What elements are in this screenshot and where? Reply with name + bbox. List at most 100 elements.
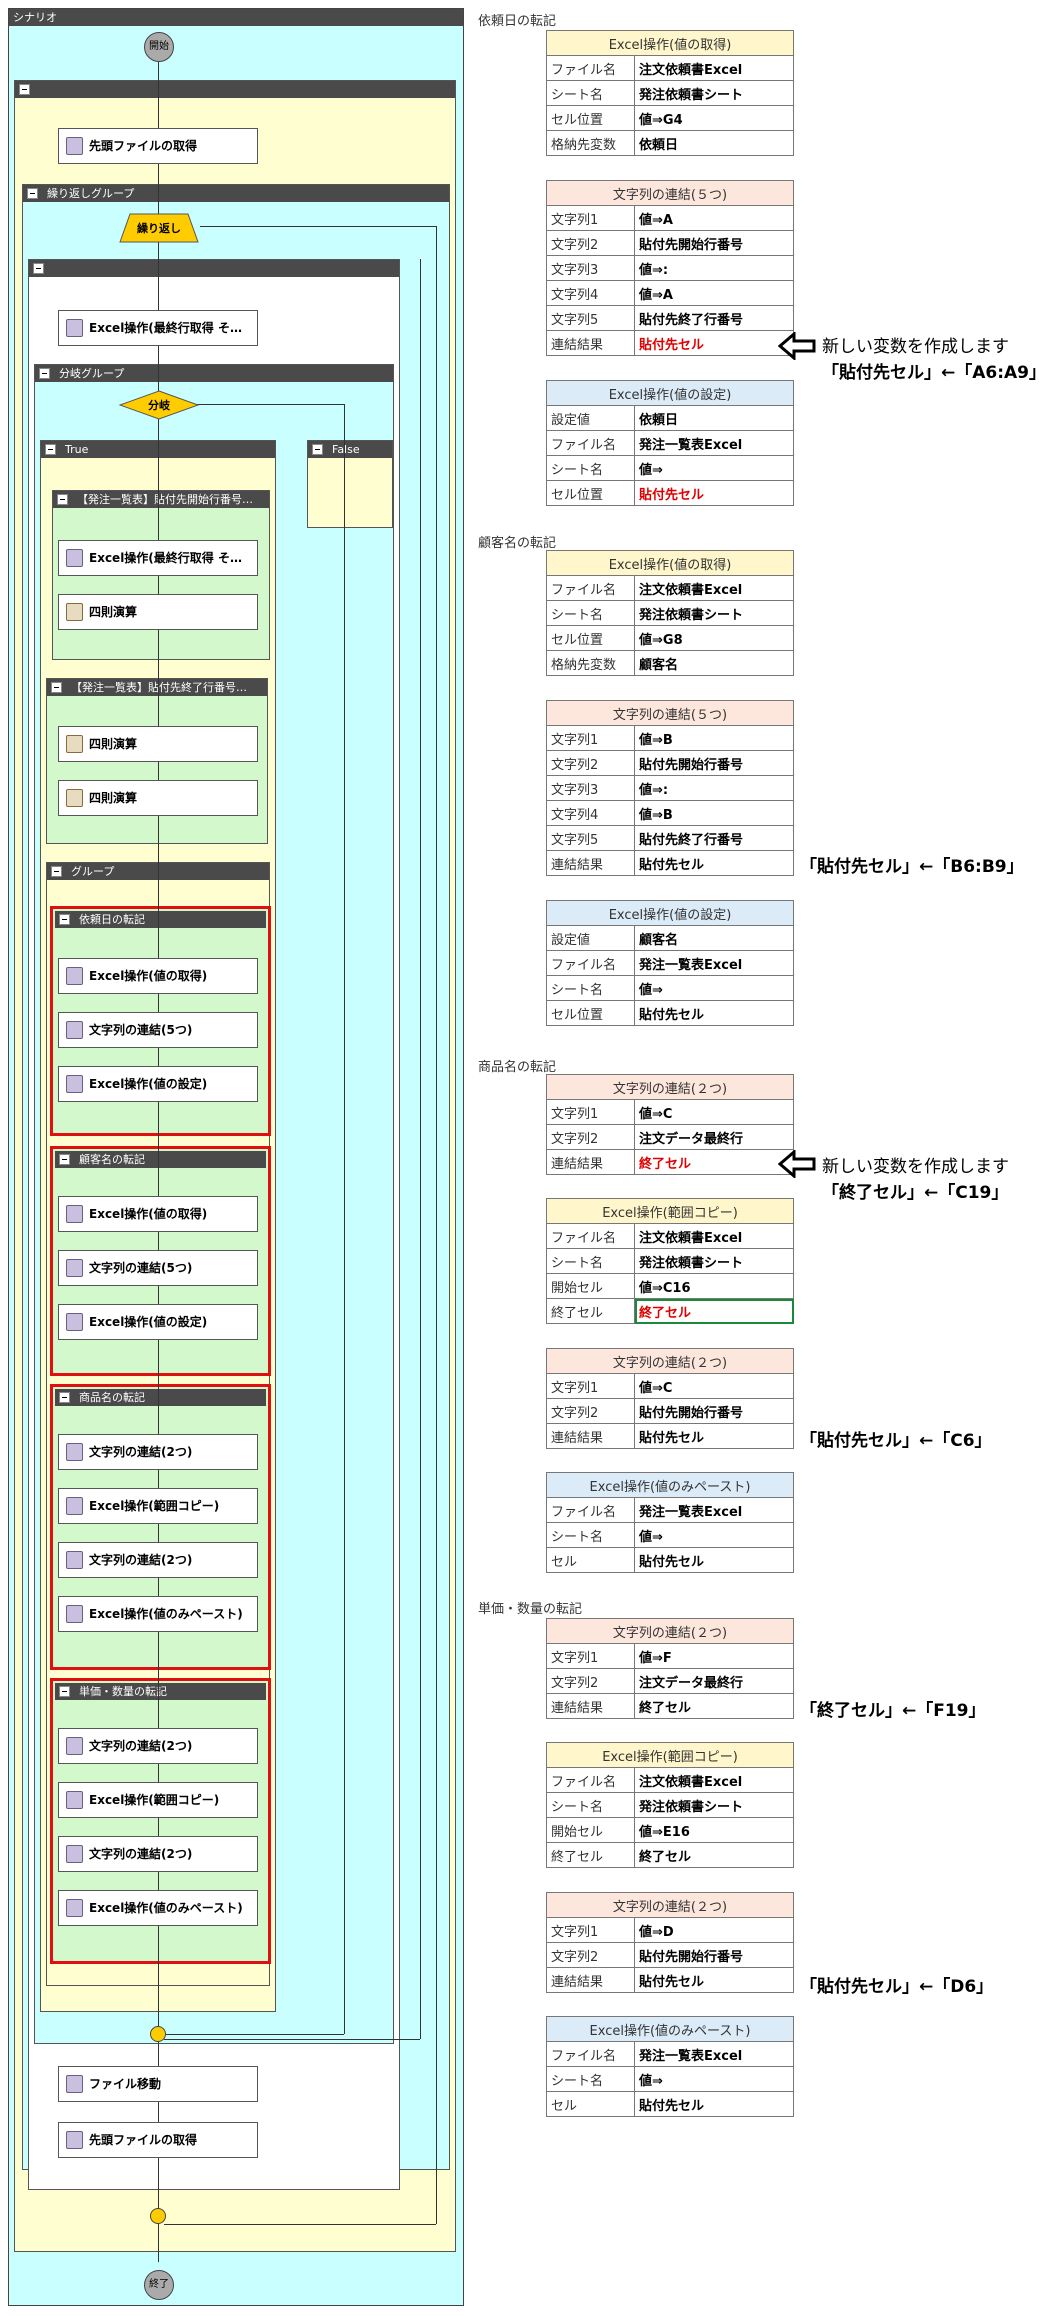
- property-value: 貼付先終了行番号: [634, 305, 794, 331]
- property-value: 終了セル: [634, 1693, 794, 1719]
- action-get-first-file-2[interactable]: 先頭ファイルの取得: [58, 2122, 258, 2158]
- property-key: 文字列2: [546, 1124, 635, 1150]
- action-s2a[interactable]: Excel操作(値の取得): [58, 1196, 258, 1232]
- action-s3b[interactable]: Excel操作(範囲コピー): [58, 1488, 258, 1524]
- subgroup-price-label: 単価・数量の転記: [79, 1685, 167, 1698]
- property-value: 値⇒D: [634, 1917, 794, 1943]
- collapse-toggle[interactable]: [33, 263, 44, 274]
- collapse-toggle[interactable]: [312, 444, 323, 455]
- table-row: シート名値⇒: [546, 1522, 794, 1548]
- action-s4b[interactable]: Excel操作(範囲コピー): [58, 1782, 258, 1818]
- note-paste-b: 「貼付先セル」←「B6:B9」: [800, 857, 1024, 877]
- group-end-row-header[interactable]: 【発注一覧表】貼付先終了行番号…: [47, 679, 267, 696]
- collapse-toggle[interactable]: [59, 1686, 70, 1697]
- property-value: 終了セル: [634, 1842, 794, 1868]
- collapse-toggle[interactable]: [57, 494, 68, 505]
- collapse-toggle[interactable]: [51, 866, 62, 877]
- property-value: 値⇒G4: [634, 105, 794, 131]
- property-key: 連結結果: [546, 1967, 635, 1993]
- group-start-row-label: 【発注一覧表】貼付先開始行番号…: [77, 493, 253, 506]
- branch-node[interactable]: [118, 390, 200, 420]
- excel-action-icon: [66, 319, 83, 337]
- action-s2c[interactable]: Excel操作(値の設定): [58, 1304, 258, 1340]
- action-g2a[interactable]: 四則演算: [58, 726, 258, 762]
- loop-node[interactable]: [118, 212, 200, 244]
- action-g2b[interactable]: 四則演算: [58, 780, 258, 816]
- table-row: 連結結果終了セル: [546, 1693, 794, 1719]
- calculator-icon: [66, 735, 83, 753]
- branch-label: 分岐: [148, 399, 170, 412]
- action-s1b[interactable]: 文字列の連結(5つ): [58, 1012, 258, 1048]
- property-value: 値⇒:: [634, 775, 794, 801]
- inner-group-header[interactable]: [29, 260, 399, 277]
- action-g1b[interactable]: 四則演算: [58, 594, 258, 630]
- section-title-price: 単価・数量の転記: [478, 1602, 583, 1617]
- collapse-toggle[interactable]: [39, 368, 50, 379]
- action-s4d[interactable]: Excel操作(値のみペースト): [58, 1890, 258, 1926]
- property-key: セル位置: [546, 480, 635, 506]
- action-s4a[interactable]: 文字列の連結(2つ): [58, 1728, 258, 1764]
- inner-return-line: [420, 259, 421, 2039]
- property-key: セル位置: [546, 105, 635, 131]
- excel-action-icon: [66, 1313, 83, 1331]
- property-key: 設定値: [546, 925, 635, 951]
- action-s2b[interactable]: 文字列の連結(5つ): [58, 1250, 258, 1286]
- subgroup-date-header[interactable]: 依頼日の転記: [55, 911, 266, 928]
- collapse-toggle[interactable]: [59, 1392, 70, 1403]
- table-row: ファイル名発注一覧表Excel: [546, 430, 794, 456]
- group-start-row-header[interactable]: 【発注一覧表】貼付先開始行番号…: [53, 491, 269, 508]
- action-g1a[interactable]: Excel操作(最終行取得 そ…: [58, 540, 258, 576]
- action-s4c[interactable]: 文字列の連結(2つ): [58, 1836, 258, 1872]
- table-row: シート名値⇒: [546, 2066, 794, 2092]
- start-node[interactable]: 開始: [144, 32, 174, 62]
- property-key: 文字列1: [546, 1373, 635, 1399]
- outer-group-header[interactable]: [15, 81, 455, 98]
- table-row: セル位置値⇒G8: [546, 625, 794, 651]
- action-s3d[interactable]: Excel操作(値のみペースト): [58, 1596, 258, 1632]
- action-s1c[interactable]: Excel操作(値の設定): [58, 1066, 258, 1102]
- property-value: 顧客名: [634, 925, 794, 951]
- property-key: ファイル名: [546, 430, 635, 456]
- action-s1a[interactable]: Excel操作(値の取得): [58, 958, 258, 994]
- action-file-move[interactable]: ファイル移動: [58, 2066, 258, 2102]
- property-key: 連結結果: [546, 330, 635, 356]
- left-arrow-icon: [778, 332, 816, 360]
- excel-action-icon: [66, 549, 83, 567]
- property-value: 注文依頼書Excel: [634, 55, 794, 81]
- collapse-toggle[interactable]: [59, 1154, 70, 1165]
- subgroup-price-header[interactable]: 単価・数量の転記: [55, 1683, 266, 1700]
- branch-group-header[interactable]: 分岐グループ: [35, 365, 393, 382]
- note-new-var-1: 新しい変数を作成します: [822, 337, 1009, 357]
- action-last-row[interactable]: Excel操作(最終行取得 そ…: [58, 310, 258, 346]
- action-get-first-file[interactable]: 先頭ファイルの取得: [58, 128, 258, 164]
- subgroup-customer-header[interactable]: 顧客名の転記: [55, 1151, 266, 1168]
- property-key: ファイル名: [546, 950, 635, 976]
- false-lane-header[interactable]: False: [308, 441, 392, 458]
- action-s3a[interactable]: 文字列の連結(2つ): [58, 1434, 258, 1470]
- collapse-toggle[interactable]: [45, 444, 56, 455]
- false-branch-line: [344, 404, 345, 2034]
- collapse-toggle[interactable]: [27, 188, 38, 199]
- section-title-product: 商品名の転記: [478, 1060, 557, 1075]
- subgroup-product-header[interactable]: 商品名の転記: [55, 1389, 266, 1406]
- property-key: 連結結果: [546, 1693, 635, 1719]
- false-label: False: [332, 443, 360, 456]
- collapse-toggle[interactable]: [59, 914, 70, 925]
- action-s3c[interactable]: 文字列の連結(2つ): [58, 1542, 258, 1578]
- property-key: ファイル名: [546, 1223, 635, 1249]
- property-key: シート名: [546, 455, 635, 481]
- collapse-toggle[interactable]: [51, 682, 62, 693]
- table-row: シート名値⇒: [546, 455, 794, 481]
- end-node[interactable]: 終了: [144, 2270, 174, 2300]
- loop-group-header[interactable]: 繰り返しグループ: [23, 185, 449, 202]
- collapse-toggle[interactable]: [19, 84, 30, 95]
